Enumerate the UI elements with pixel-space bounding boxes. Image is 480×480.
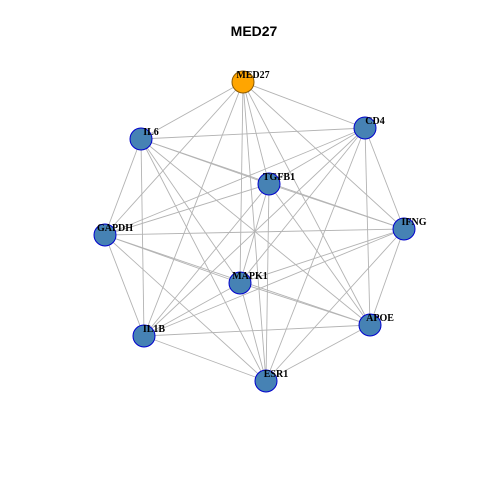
node-gapdh (93, 223, 117, 247)
edge-med27-cd4 (242, 81, 366, 129)
edge-med27-gapdh (104, 81, 244, 236)
node-tgfb1 (257, 172, 281, 196)
edge-ifng-apoe (369, 228, 405, 326)
edge-tgfb1-esr1 (265, 183, 270, 382)
node-il1b (132, 324, 156, 348)
edge-cd4-ifng (364, 127, 405, 230)
edge-il1b-apoe (143, 324, 371, 337)
edge-tgfb1-apoe (268, 183, 371, 326)
edge-cd4-il6 (140, 127, 366, 140)
node-med27 (231, 70, 255, 94)
edge-tgfb1-il1b (143, 183, 270, 337)
node-label-cd4: CD4 (365, 116, 384, 127)
edge-apoe-esr1 (265, 324, 371, 382)
node-label-med27: MED27 (236, 70, 269, 81)
node-label-tgfb1: TGFB1 (263, 172, 295, 183)
edge-med27-mapk1 (239, 81, 244, 284)
edge-gapdh-esr1 (104, 234, 267, 382)
plot-title: MED27 (231, 23, 278, 39)
edge-cd4-gapdh (104, 127, 366, 236)
edges-layer (104, 81, 405, 382)
edge-tgfb1-gapdh (104, 183, 270, 236)
edge-il6-esr1 (140, 138, 267, 382)
edge-il6-gapdh (104, 138, 142, 236)
edge-tgfb1-ifng (268, 183, 405, 230)
edge-ifng-il1b (143, 228, 405, 337)
edge-cd4-tgfb1 (268, 127, 366, 185)
edge-cd4-esr1 (265, 127, 366, 382)
node-cd4 (353, 116, 377, 140)
node-label-apoe: APOE (366, 313, 394, 324)
edge-mapk1-esr1 (239, 282, 267, 382)
node-ifng (392, 217, 416, 241)
node-esr1 (254, 369, 278, 393)
node-label-il6: IL6 (143, 127, 159, 138)
edge-gapdh-il1b (104, 234, 145, 337)
edge-mapk1-il1b (143, 282, 241, 337)
edge-il6-il1b (140, 138, 145, 337)
node-label-ifng: IFNG (402, 217, 427, 228)
node-label-gapdh: GAPDH (97, 223, 133, 234)
node-mapk1 (228, 271, 252, 295)
edge-il1b-esr1 (143, 335, 267, 382)
edge-med27-il1b (143, 81, 244, 337)
edge-cd4-apoe (364, 127, 371, 326)
edge-med27-ifng (242, 81, 405, 230)
node-il6 (129, 127, 153, 151)
edge-mapk1-apoe (239, 282, 371, 326)
edge-med27-il6 (140, 81, 244, 140)
edge-med27-apoe (242, 81, 371, 326)
edge-il6-mapk1 (140, 138, 241, 284)
edge-cd4-mapk1 (239, 127, 366, 284)
edge-tgfb1-mapk1 (239, 183, 270, 284)
nodes-layer (93, 70, 416, 393)
edge-gapdh-ifng (104, 228, 405, 236)
node-label-mapk1: MAPK1 (232, 271, 268, 282)
node-label-il1b: IL1B (143, 324, 166, 335)
edge-ifng-mapk1 (239, 228, 405, 284)
node-apoe (358, 313, 382, 337)
node-label-esr1: ESR1 (264, 369, 288, 380)
edge-ifng-esr1 (265, 228, 405, 382)
